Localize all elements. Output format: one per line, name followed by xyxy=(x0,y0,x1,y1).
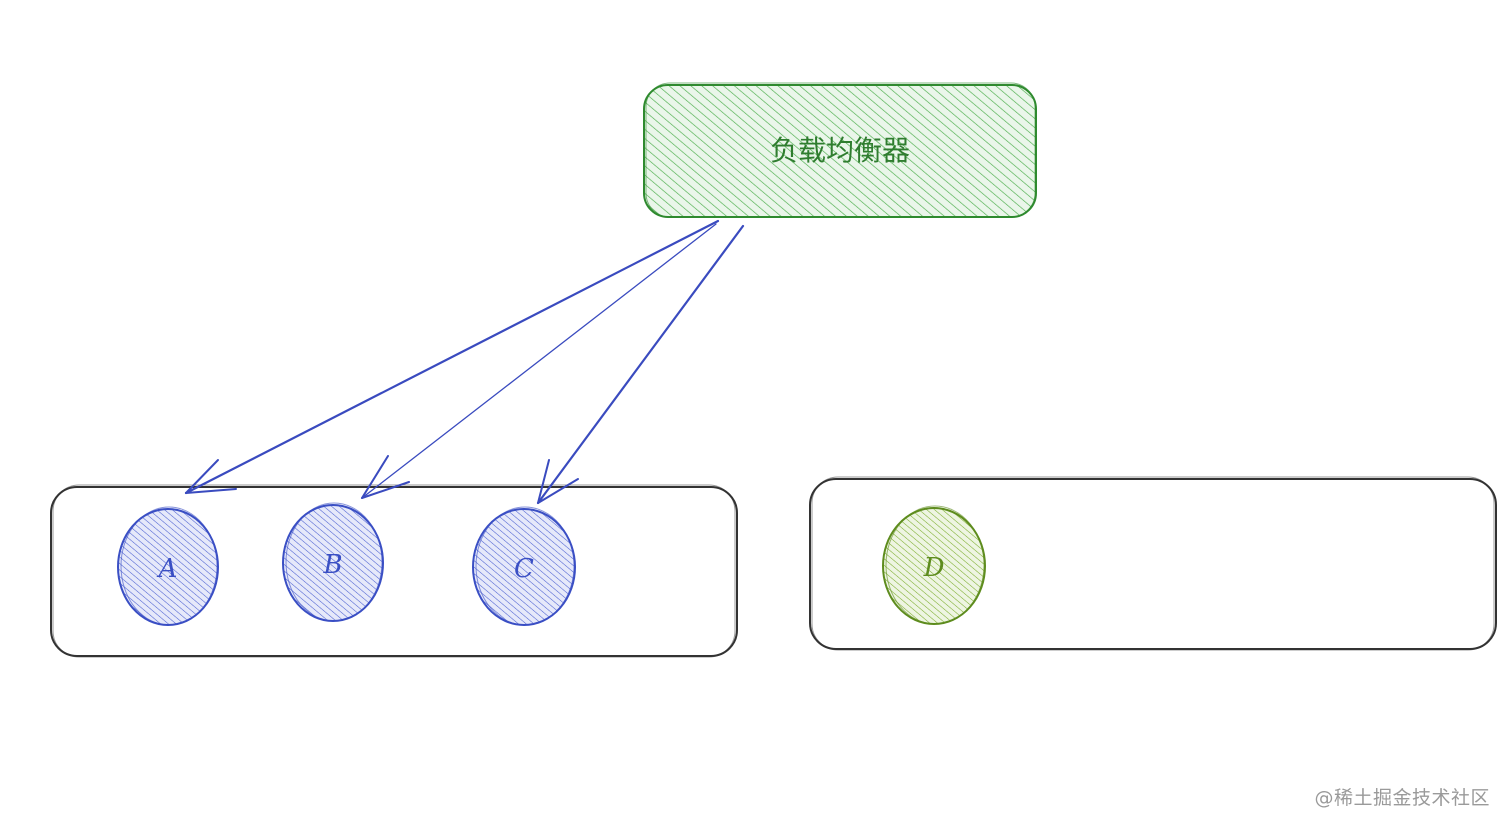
arrow-to-c xyxy=(536,224,745,505)
server-node-b: B xyxy=(282,502,384,622)
watermark: @稀土掘金技术社区 xyxy=(1314,787,1490,809)
arrow-to-a xyxy=(184,219,720,495)
server-node-d-label: D xyxy=(923,553,945,583)
server-node-c: C xyxy=(472,506,576,626)
server-node-a-label: A xyxy=(157,554,178,584)
load-balancer-label: 负载均衡器 xyxy=(770,134,910,167)
server-node-a: A xyxy=(117,506,219,626)
server-node-b-label: B xyxy=(322,550,342,580)
load-balancer-box: 负载均衡器 xyxy=(643,82,1037,218)
server-node-c-label: C xyxy=(514,554,534,584)
server-group-right xyxy=(809,476,1497,651)
server-node-d: D xyxy=(882,505,986,625)
arrow-to-b xyxy=(361,223,717,499)
